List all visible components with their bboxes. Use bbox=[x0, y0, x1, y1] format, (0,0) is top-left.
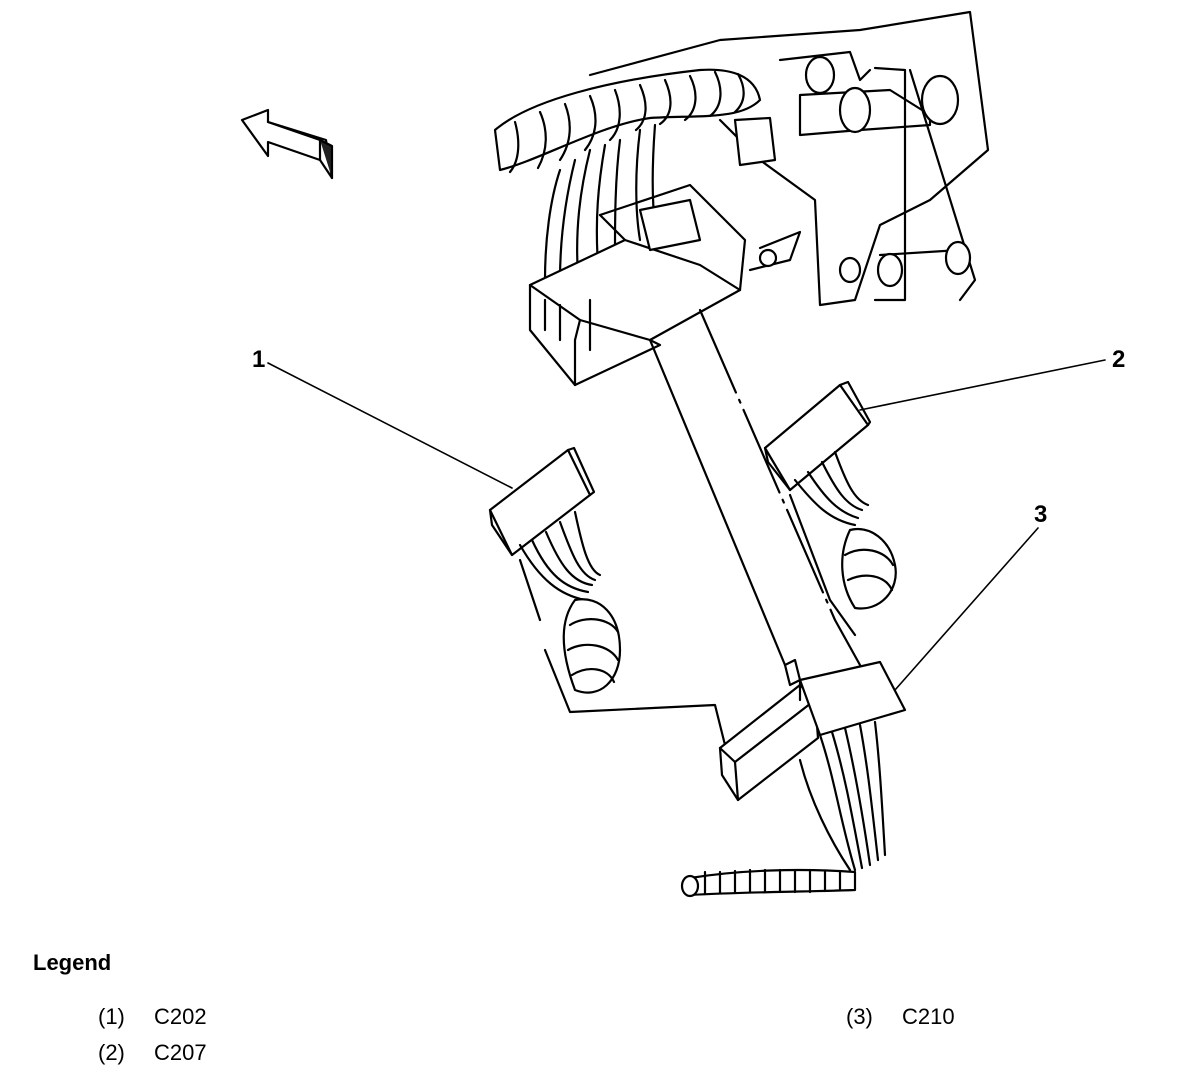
legend-item-1: (1) C202 bbox=[98, 1004, 207, 1030]
connector-c207 bbox=[763, 380, 897, 637]
legend-item-3: (3) C210 bbox=[846, 1004, 955, 1030]
upper-harness bbox=[493, 68, 762, 282]
legend-title: Legend bbox=[33, 950, 112, 975]
connector-c210 bbox=[680, 658, 907, 898]
legend-item-number: (3) bbox=[846, 1004, 873, 1029]
legend-item-number: (1) bbox=[98, 1004, 125, 1029]
bracket-assembly bbox=[588, 10, 990, 307]
center-guide bbox=[648, 308, 862, 667]
upper-connector bbox=[528, 183, 747, 387]
legend-item-2: (2) C207 bbox=[98, 1040, 207, 1066]
connector-c202 bbox=[488, 446, 727, 747]
legend-item-label: C210 bbox=[902, 1004, 955, 1029]
leader-lines bbox=[267, 359, 1106, 691]
connector-diagram: 1 2 3 bbox=[240, 10, 1125, 898]
legend-item-label: C202 bbox=[154, 1004, 207, 1029]
callout-1: 1 bbox=[252, 346, 265, 373]
direction-arrow-icon bbox=[240, 108, 334, 180]
callout-2: 2 bbox=[1112, 346, 1125, 373]
legend-item-number: (2) bbox=[98, 1040, 125, 1065]
callout-3: 3 bbox=[1034, 501, 1047, 528]
legend-item-label: C207 bbox=[154, 1040, 207, 1065]
